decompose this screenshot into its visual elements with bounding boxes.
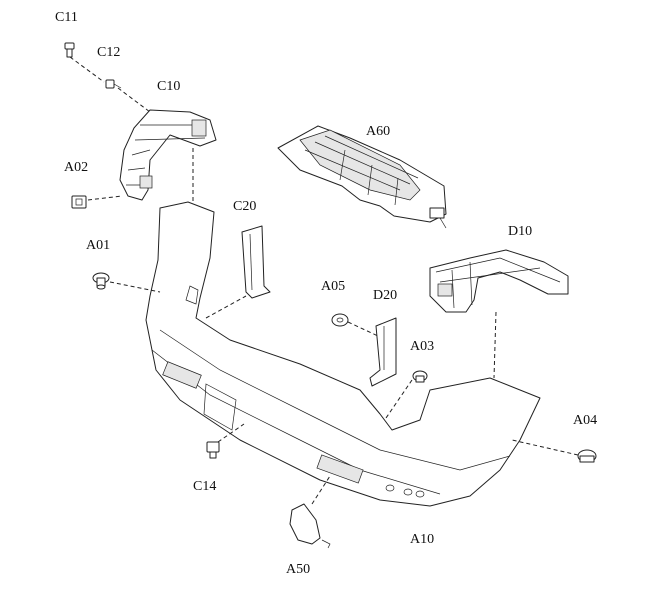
part-a50-cover-cap — [289, 503, 331, 549]
label-a10: A10 — [410, 532, 434, 547]
label-d20: D20 — [373, 288, 397, 303]
part-c11-screw — [64, 42, 75, 58]
part-d10-right-bracket — [429, 249, 569, 313]
label-a03: A03 — [410, 339, 434, 354]
part-c14-clip — [206, 441, 220, 459]
part-c12-clip — [105, 79, 122, 89]
label-a04: A04 — [573, 413, 597, 428]
part-c20-bracket — [241, 225, 271, 299]
label-d10: D10 — [508, 224, 532, 239]
part-a05-clip — [331, 313, 349, 327]
leader-lines — [69, 56, 579, 505]
label-a02: A02 — [64, 160, 88, 175]
label-c10: C10 — [157, 79, 180, 94]
part-a02-nut — [71, 195, 87, 209]
part-a03-clip — [412, 370, 428, 383]
label-a05: A05 — [321, 279, 345, 294]
part-d20-bracket — [369, 317, 397, 387]
part-labels: C11 C12 C10 A02 A01 C20 A60 D10 A05 D20 … — [55, 10, 597, 577]
part-a60-absorber — [277, 125, 447, 229]
part-a10-bumper-cover — [145, 201, 541, 507]
part-a01-rivet — [92, 272, 110, 290]
label-c14: C14 — [193, 479, 216, 494]
label-a50: A50 — [286, 562, 310, 577]
label-a60: A60 — [366, 124, 390, 139]
label-c11: C11 — [55, 10, 78, 25]
label-c12: C12 — [97, 45, 120, 60]
part-c10-left-bracket — [119, 109, 217, 201]
label-c20: C20 — [233, 199, 256, 214]
part-a04-nut — [577, 449, 597, 463]
label-a01: A01 — [86, 238, 110, 253]
